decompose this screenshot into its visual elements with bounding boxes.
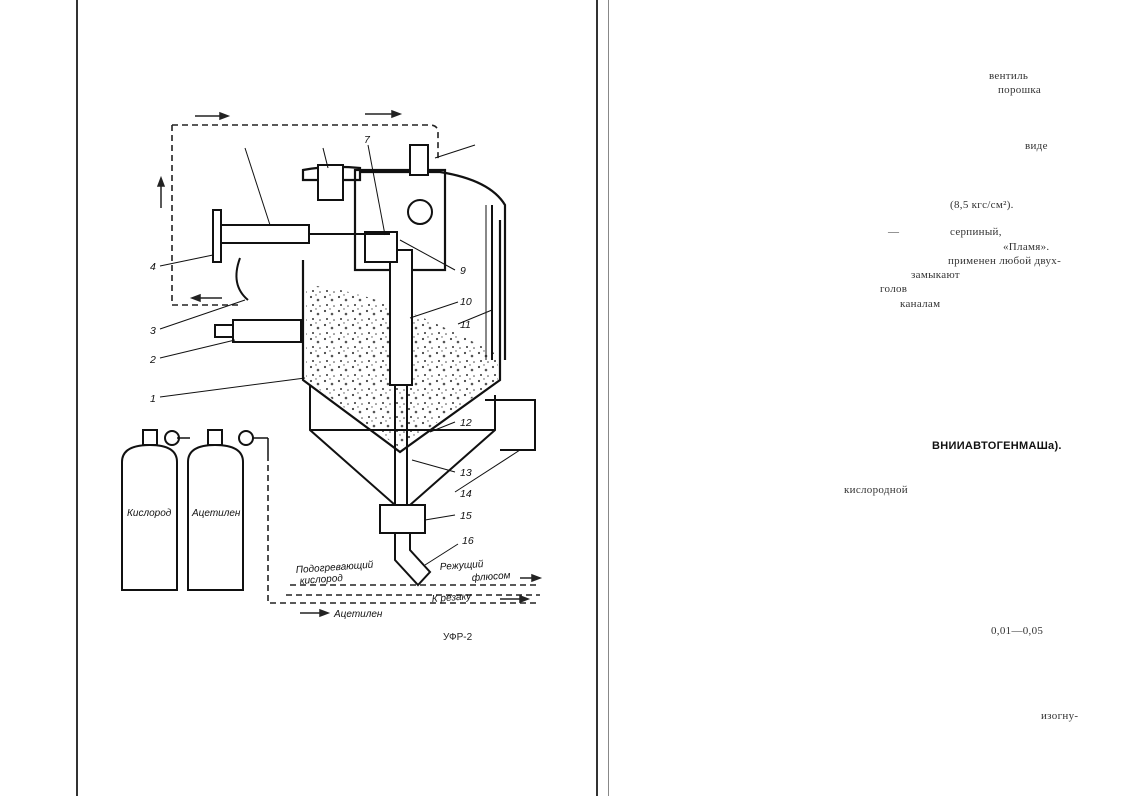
label-heating-oxygen-2: кислород bbox=[299, 573, 343, 587]
page-fold bbox=[596, 0, 598, 796]
callout-13: 13 bbox=[460, 467, 472, 479]
oxygen-cylinder bbox=[121, 429, 180, 591]
text-fragment: изогну- bbox=[1041, 710, 1079, 722]
leader-lines bbox=[159, 144, 521, 566]
text-fragment-bold: ВНИИАВТОГЕНМАШа). bbox=[932, 440, 1062, 452]
callout-7: 7 bbox=[364, 134, 371, 146]
callout-16: 16 bbox=[462, 535, 474, 547]
text-fragment: каналам bbox=[900, 298, 941, 310]
callout-10: 10 bbox=[460, 296, 472, 308]
callout-15: 15 bbox=[460, 510, 472, 522]
flow-arrows bbox=[156, 109, 543, 618]
top-fittings bbox=[317, 144, 433, 263]
left-page-edge bbox=[76, 0, 78, 796]
text-fragment: «Пламя». bbox=[1003, 241, 1050, 253]
apparatus-diagram: 1 2 3 4 7 9 10 11 12 13 14 15 16 Кислоро… bbox=[121, 109, 543, 620]
label-acetylene-line: Ацетилен bbox=[333, 609, 383, 620]
central-tube bbox=[389, 249, 413, 506]
callout-11: 11 bbox=[460, 319, 471, 331]
callout-9: 9 bbox=[460, 265, 466, 277]
label-heating-oxygen-1: Подогревающий bbox=[295, 560, 374, 576]
right-page-edge bbox=[608, 0, 609, 796]
acetylene-cylinder bbox=[187, 429, 254, 591]
label-acetylene: Ацетилен bbox=[191, 508, 241, 519]
text-fragment: применен любой двух- bbox=[948, 255, 1062, 267]
callout-14: 14 bbox=[460, 488, 472, 500]
text-fragment: (8,5 кгс/см²). bbox=[950, 199, 1014, 211]
text-fragment: 0,01—0,05 bbox=[991, 625, 1044, 637]
callout-12: 12 bbox=[460, 417, 472, 429]
figure-caption: УФР-2 bbox=[443, 632, 473, 643]
text-fragment: кислородной bbox=[844, 484, 908, 496]
callout-1: 1 bbox=[150, 393, 156, 405]
text-fragment: порошка bbox=[998, 84, 1042, 96]
label-oxygen: Кислород bbox=[127, 508, 172, 519]
dashed-piping bbox=[171, 124, 540, 604]
text-fragment: виде bbox=[1025, 140, 1048, 152]
label-flux: флюсом bbox=[471, 569, 511, 584]
text-fragment: серпиный, bbox=[950, 226, 1002, 238]
callout-3: 3 bbox=[150, 325, 156, 337]
text-fragment: вентиль bbox=[989, 70, 1029, 82]
text-fragment: голов bbox=[880, 283, 908, 295]
text-fragment: замыкают bbox=[911, 269, 960, 281]
callout-2: 2 bbox=[149, 354, 156, 366]
label-to-cutter: К резаку bbox=[431, 591, 472, 605]
text-fragment: — bbox=[888, 226, 900, 238]
left-mechanism bbox=[212, 209, 390, 343]
label-cutting: Режущий bbox=[439, 559, 484, 573]
callout-4: 4 bbox=[150, 261, 156, 273]
